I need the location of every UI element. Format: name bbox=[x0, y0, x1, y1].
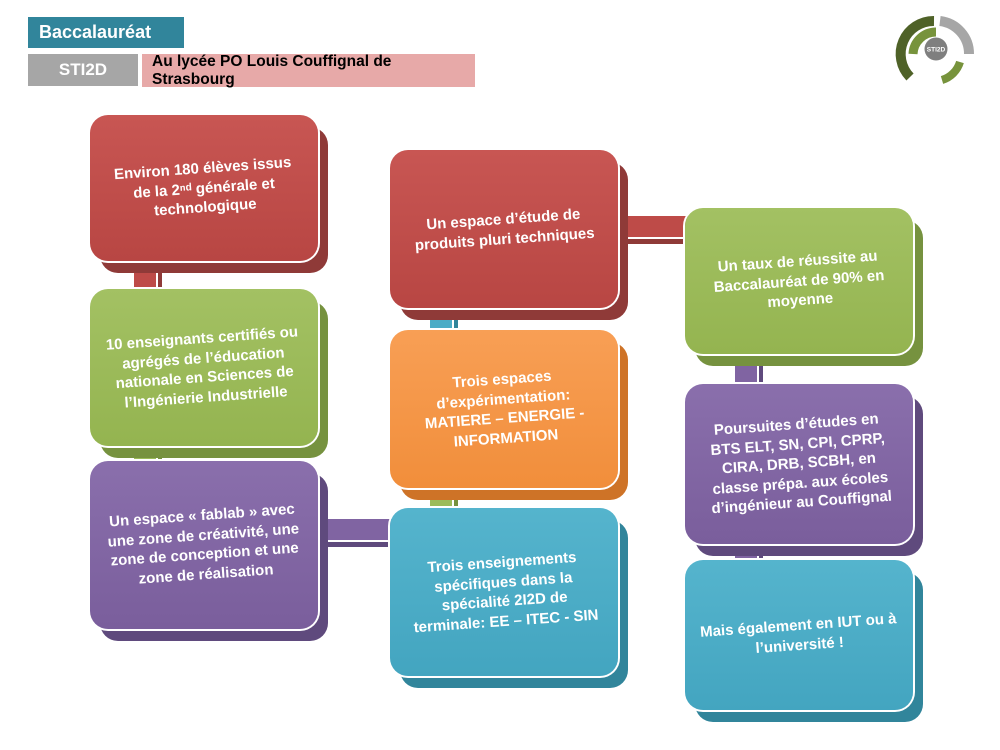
card-teachers-label: 10 enseignants certifiés ou agrégés de l… bbox=[105, 322, 299, 411]
card-specialties: Trois enseignements spécifiques dans la … bbox=[390, 508, 618, 676]
title-banner-label: Baccalauréat bbox=[39, 22, 152, 42]
card-teachers: 10 enseignants certifiés ou agrégés de l… bbox=[90, 289, 318, 446]
card-study-space: Un espace d’étude de produits pluri tech… bbox=[390, 150, 618, 308]
card-specialties-label: Trois enseignements spécifiques dans la … bbox=[413, 548, 599, 636]
card-success-rate: Un taux de réussite au Baccalauréat de 9… bbox=[685, 208, 913, 354]
logo-label: STI2D bbox=[927, 47, 946, 54]
sti2d-logo-icon: STI2D bbox=[895, 15, 975, 84]
card-fablab: Un espace « fablab » avec une zone de cr… bbox=[90, 461, 318, 629]
card-further-studies-label: Poursuites d’études en BTS ELT, SN, CPI,… bbox=[709, 410, 893, 518]
card-study-space-label: Un espace d’étude de produits pluri tech… bbox=[414, 205, 596, 254]
card-university-label: Mais également en IUT ou à l’université … bbox=[699, 609, 898, 657]
card-experiment-spaces-label: Trois espaces d’expérimentation: MATIERE… bbox=[424, 367, 585, 451]
card-students-label: Environ 180 élèves issus de la 2ⁿᵈ génér… bbox=[113, 153, 292, 220]
sti2d-banner: STI2D bbox=[28, 54, 138, 86]
card-students: Environ 180 élèves issus de la 2ⁿᵈ génér… bbox=[90, 115, 318, 261]
card-experiment-spaces: Trois espaces d’expérimentation: MATIERE… bbox=[390, 330, 618, 488]
sti2d-banner-label: STI2D bbox=[58, 60, 108, 79]
card-success-rate-label: Un taux de réussite au Baccalauréat de 9… bbox=[713, 247, 885, 311]
school-banner: Au lycée PO Louis Couffignal de Strasbou… bbox=[142, 52, 475, 88]
school-banner-label: Au lycée PO Louis Couffignal de Strasbou… bbox=[152, 52, 392, 88]
sti2d-logo: STI2D bbox=[894, 12, 978, 96]
title-banner: Baccalauréat bbox=[28, 17, 184, 48]
connector-study-success bbox=[600, 216, 700, 237]
card-university: Mais également en IUT ou à l’université … bbox=[685, 560, 913, 710]
card-further-studies: Poursuites d’études en BTS ELT, SN, CPI,… bbox=[685, 384, 913, 544]
connector-fablab-specialties bbox=[300, 519, 402, 540]
card-fablab-label: Un espace « fablab » avec une zone de cr… bbox=[107, 500, 300, 588]
